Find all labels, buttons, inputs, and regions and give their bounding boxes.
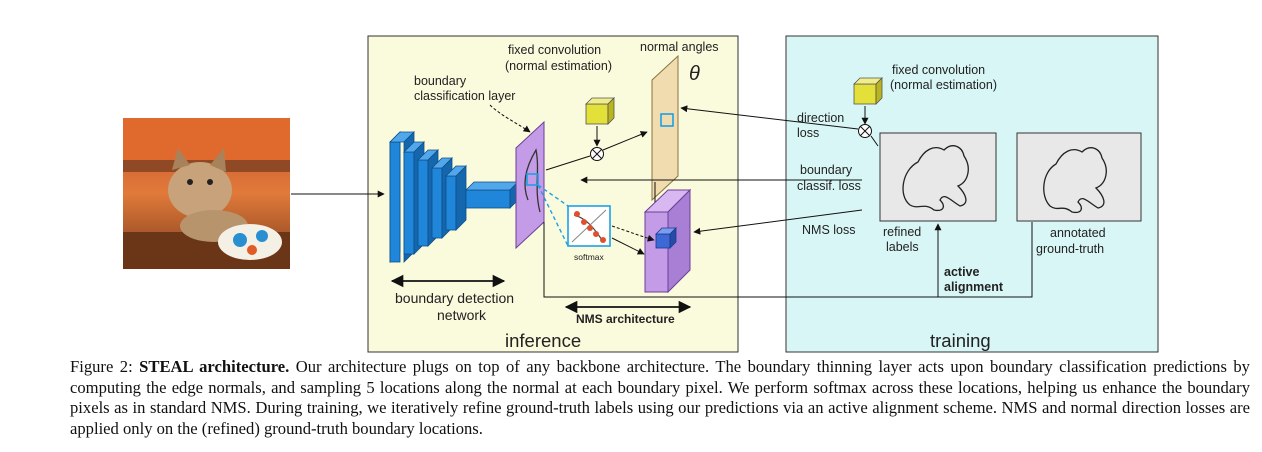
fixed-conv-train-label-2: (normal estimation) <box>890 78 997 92</box>
boundary-detection-network-label-2: network <box>437 307 487 323</box>
fixed-conv-label-1: fixed convolution <box>508 43 601 57</box>
normal-angles-label: normal angles <box>640 40 719 54</box>
cnn-backbone <box>389 131 519 263</box>
boundary-classif-loss-label-1: boundary <box>800 163 853 177</box>
direction-loss-label-2: loss <box>797 126 819 140</box>
boundary-detection-network-label-1: boundary detection <box>395 290 514 306</box>
direction-loss-label-1: direction <box>797 111 844 125</box>
boundary-class-layer-label-2: classification layer <box>414 89 515 103</box>
refined-labels-box <box>879 132 997 222</box>
softmax-inset <box>537 184 611 247</box>
boundary-classif-loss-label-2: classif. loss <box>797 179 861 193</box>
annotated-gt-label-1: annotated <box>1050 226 1106 240</box>
normal-angles-layer <box>651 54 679 202</box>
nms-architecture-label: NMS architecture <box>576 312 675 326</box>
training-label: training <box>930 330 991 351</box>
annotated-gt-label-2: ground-truth <box>1036 242 1104 256</box>
theta-symbol: θ <box>689 63 700 85</box>
fixed-conv-train-label-1: fixed convolution <box>892 63 985 77</box>
active-alignment-label-2: alignment <box>944 280 1004 294</box>
architecture-diagram: boundary classification layer fixed conv… <box>123 35 1159 353</box>
refined-labels-label-2: labels <box>886 240 919 254</box>
caption-title: STEAL architecture. <box>139 357 290 376</box>
inference-label: inference <box>505 330 581 351</box>
refined-labels-label-1: refined <box>883 225 921 239</box>
fixed-conv-label-2: (normal estimation) <box>505 59 612 73</box>
nms-loss-label: NMS loss <box>802 223 855 237</box>
annotated-ground-truth-box <box>1016 132 1142 222</box>
figure-caption: Figure 2: STEAL architecture. Our archit… <box>70 357 1250 439</box>
caption-label: Figure 2: <box>70 357 133 376</box>
caption-text: Our architecture plugs on top of any bac… <box>70 357 1250 438</box>
multiply-node-training <box>858 124 872 138</box>
fixed-conv-cube-inference <box>585 97 615 125</box>
fixed-conv-cube-training <box>853 77 883 105</box>
active-alignment-label-1: active <box>944 265 979 279</box>
multiply-node-inference <box>590 147 604 161</box>
softmax-label: softmax <box>574 252 605 262</box>
nms-output-layer <box>643 188 692 294</box>
input-cat-image <box>123 118 290 269</box>
boundary-class-layer-label-1: boundary <box>414 74 467 88</box>
